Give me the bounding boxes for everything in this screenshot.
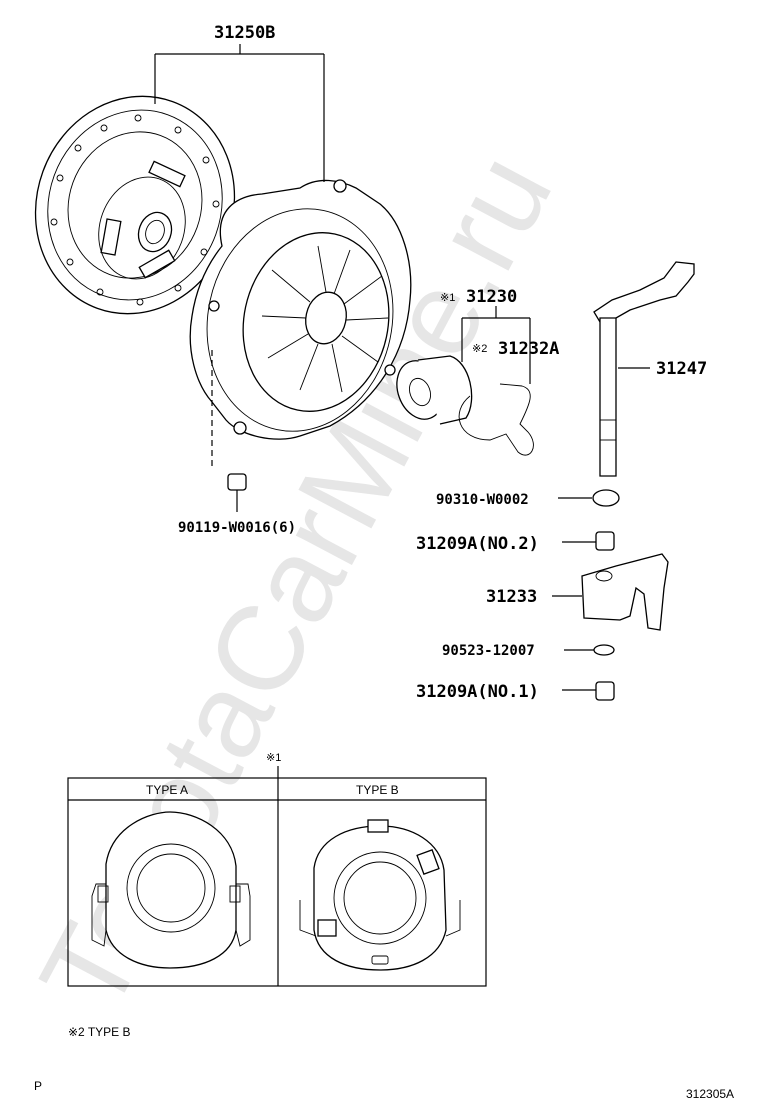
label-31232A: 31232A [498, 339, 559, 359]
marker-1: ※1 [440, 292, 455, 304]
release-bearing-drawing [396, 355, 473, 425]
label-bolt-90119: 90119-W0016(6) [178, 520, 296, 536]
label-31247: 31247 [656, 359, 707, 379]
clutch-cover-drawing [189, 179, 412, 440]
footnote: ※2 TYPE B [68, 1025, 131, 1039]
label-31233: 31233 [486, 587, 537, 607]
label-bushing-no2: 31209A(NO.2) [416, 534, 539, 554]
washer-drawing [592, 489, 620, 507]
type-a-header: TYPE A [146, 783, 188, 797]
corner-left-code: P [34, 1079, 42, 1093]
bearing-clip-drawing [458, 383, 534, 456]
pin-drawing [593, 644, 615, 656]
label-pin-90523: 90523-12007 [442, 643, 535, 659]
label-31230: 31230 [466, 287, 517, 307]
inset-marker: ※1 [266, 752, 281, 764]
figure-number: 312305A [686, 1087, 734, 1101]
label-31250B: 31250B [214, 23, 275, 43]
fork-shaft-drawing [593, 261, 695, 477]
label-washer-90310: 90310-W0002 [436, 492, 529, 508]
label-bushing-no1: 31209A(NO.1) [416, 682, 539, 702]
bushing-no2-drawing [595, 531, 615, 551]
marker-2: ※2 [472, 343, 487, 355]
type-a-bearing-drawing [91, 811, 251, 969]
bushing-no1-drawing [595, 681, 615, 701]
variant-table [67, 777, 487, 987]
type-b-header: TYPE B [356, 783, 399, 797]
type-b-bearing-drawing [299, 819, 461, 971]
release-fork-drawing [581, 553, 669, 631]
bolt-drawing [211, 350, 247, 512]
